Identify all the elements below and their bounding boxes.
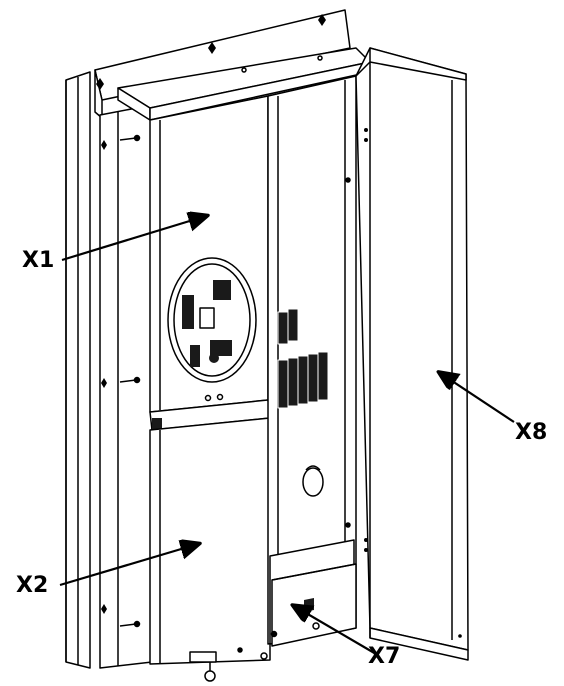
callout-x7: X7 [368,644,401,669]
mounting-screw-icon [119,134,141,628]
arrow-x8 [440,373,515,423]
latch-handle-icon [189,651,217,682]
upper-meter-cover [149,95,269,413]
latch-tab-icon [304,598,314,612]
keyhole-slot-icon [96,14,326,90]
lower-meter-cover [149,417,271,682]
top-hood [117,47,371,121]
callout-x8: X8 [515,420,548,445]
keyhole-slot-icon [101,140,107,614]
callout-arrows [59,216,515,655]
callout-x1: X1 [22,248,55,273]
hinge-pin-icon [364,128,462,638]
arrow-x7 [294,606,377,655]
knockout-slots [277,308,329,409]
back-box [65,71,153,669]
arrow-x1 [61,216,206,262]
arrow-x2 [59,544,198,587]
meter-socket [167,257,257,383]
bottom-compartment [269,539,357,647]
callout-x2: X2 [16,573,49,598]
cable-ring-icon [302,465,324,497]
mounting-flange [94,9,351,119]
open-side-door [355,47,469,661]
breaker-section [267,75,357,645]
